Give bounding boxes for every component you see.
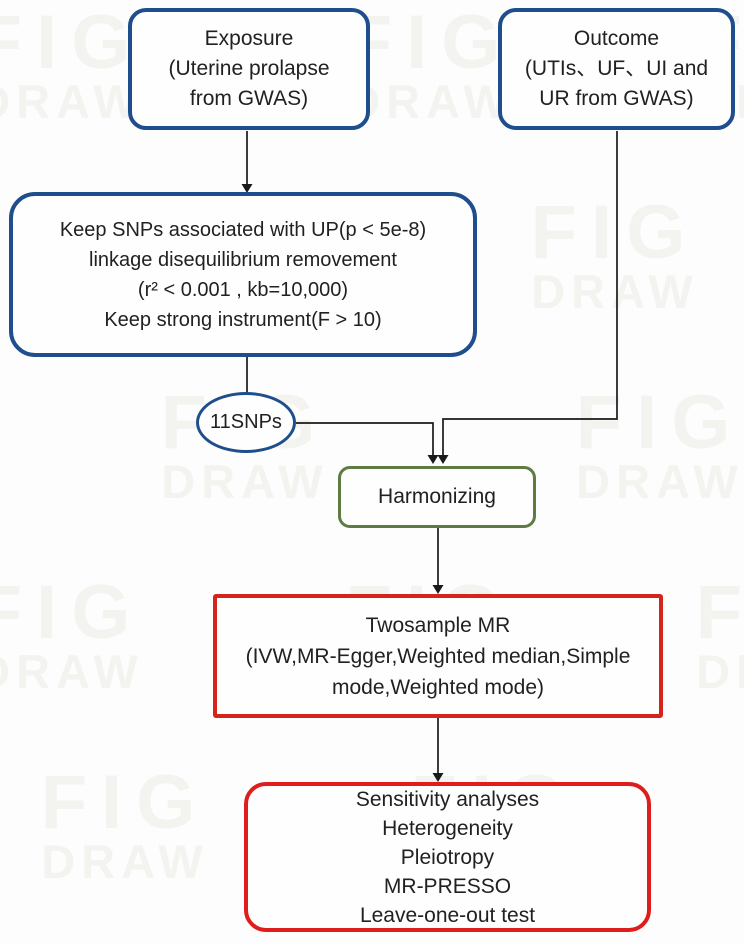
snp-filter-line4: Keep strong instrument(F > 10) (104, 308, 382, 331)
snp-filter-line1: Keep SNPs associated with UP(p < 5e-8) (59, 218, 427, 241)
exposure-detail-line1: (Uterine prolapse (168, 57, 330, 80)
twosample-mr-methods-line1: (IVW,MR-Egger,Weighted median,Simple (245, 644, 631, 668)
snp-filter-node: Keep SNPs associated with UP(p < 5e-8) l… (9, 192, 477, 357)
outcome-detail-line2: UR from GWAS) (539, 87, 694, 110)
snp-count-label: 11SNPs (210, 411, 282, 433)
snp-filter-line3: (r² < 0.001 , kb=10,000) (137, 278, 349, 301)
harmonizing-node: Harmonizing (338, 466, 536, 528)
exposure-detail-line2: from GWAS) (189, 87, 309, 110)
sensitivity-pleiotropy: Pleiotropy (400, 845, 495, 869)
sensitivity-title: Sensitivity analyses (355, 787, 540, 811)
exposure-node: Exposure (Uterine prolapse from GWAS) (128, 8, 370, 130)
harmonizing-label: Harmonizing (378, 485, 496, 508)
exposure-title: Exposure (204, 27, 294, 50)
outcome-detail-line1: (UTIs、UF、UI and (524, 57, 709, 80)
outcome-node: Outcome (UTIs、UF、UI and UR from GWAS) (498, 8, 735, 130)
twosample-mr-title: Twosample MR (365, 613, 511, 637)
snp-count-ellipse: 11SNPs (196, 392, 296, 453)
outcome-title: Outcome (573, 27, 660, 50)
sensitivity-heterogeneity: Heterogeneity (382, 816, 513, 840)
sensitivity-leave-one-out: Leave-one-out test (359, 903, 536, 927)
twosample-mr-methods-line2: mode,Weighted mode) (331, 675, 545, 699)
snp-filter-line2: linkage disequilibrium removement (89, 248, 397, 271)
twosample-mr-node: Twosample MR (IVW,MR-Egger,Weighted medi… (213, 594, 663, 718)
sensitivity-mr-presso: MR-PRESSO (383, 874, 512, 898)
sensitivity-node: Sensitivity analyses Heterogeneity Pleio… (244, 782, 651, 932)
